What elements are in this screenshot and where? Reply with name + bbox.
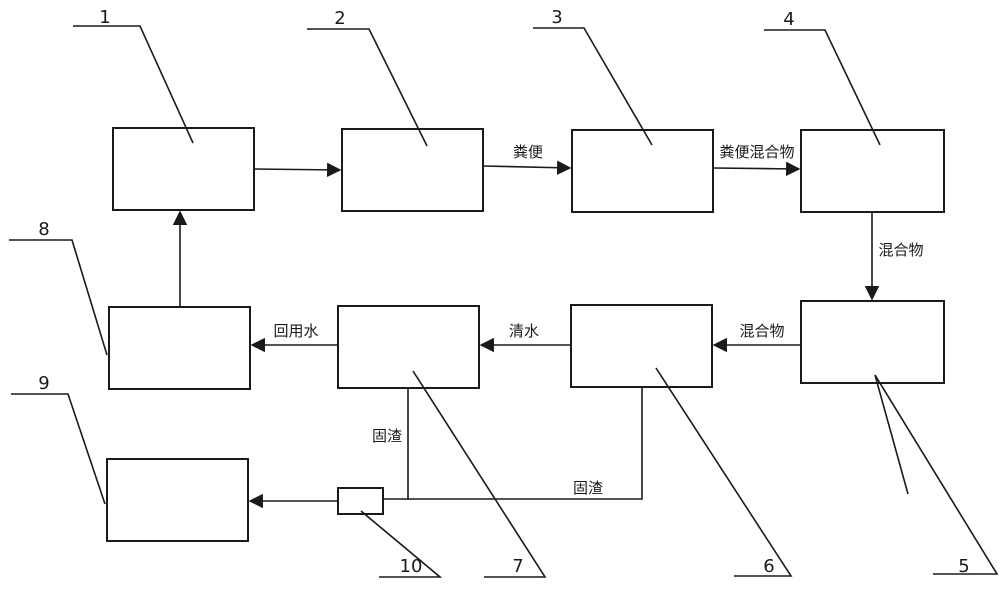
node-number-9: 9 bbox=[38, 373, 49, 394]
node-number-8: 8 bbox=[38, 219, 49, 240]
node-number-4: 4 bbox=[783, 9, 794, 30]
label-mixture-left: 混合物 bbox=[739, 322, 784, 340]
label-solid-slag-6: 固渣 bbox=[573, 479, 603, 497]
node-number-6: 6 bbox=[763, 556, 774, 577]
node-number-7: 7 bbox=[512, 556, 523, 577]
arrow-2-to-3 bbox=[482, 160, 572, 175]
box-3 bbox=[571, 129, 714, 213]
box-8 bbox=[108, 306, 251, 390]
arrow-1-to-2 bbox=[253, 162, 342, 178]
node-number-1: 1 bbox=[99, 7, 110, 28]
box-2 bbox=[341, 128, 484, 212]
label-feces: 粪便 bbox=[513, 143, 543, 161]
box-5 bbox=[800, 300, 945, 384]
label-feces-mixture: 粪便混合物 bbox=[719, 143, 794, 161]
label-reuse-water: 回用水 bbox=[273, 322, 318, 340]
leader-lines bbox=[9, 25, 999, 578]
box-7 bbox=[337, 305, 480, 389]
label-mixture-down: 混合物 bbox=[878, 241, 923, 259]
box-9 bbox=[106, 458, 249, 542]
label-clear-water: 清水 bbox=[509, 322, 539, 340]
arrow-3-to-4 bbox=[712, 161, 801, 177]
box-4 bbox=[800, 129, 945, 213]
slag-line-from-6 bbox=[408, 387, 643, 500]
box-10 bbox=[337, 487, 384, 515]
node-number-5: 5 bbox=[958, 556, 969, 577]
label-solid-slag-7: 固渣 bbox=[372, 427, 402, 445]
node-number-3: 3 bbox=[551, 7, 562, 28]
box-6 bbox=[570, 304, 713, 388]
node-number-10: 10 bbox=[400, 556, 423, 577]
box-1 bbox=[112, 127, 255, 211]
node-number-2: 2 bbox=[334, 8, 345, 29]
